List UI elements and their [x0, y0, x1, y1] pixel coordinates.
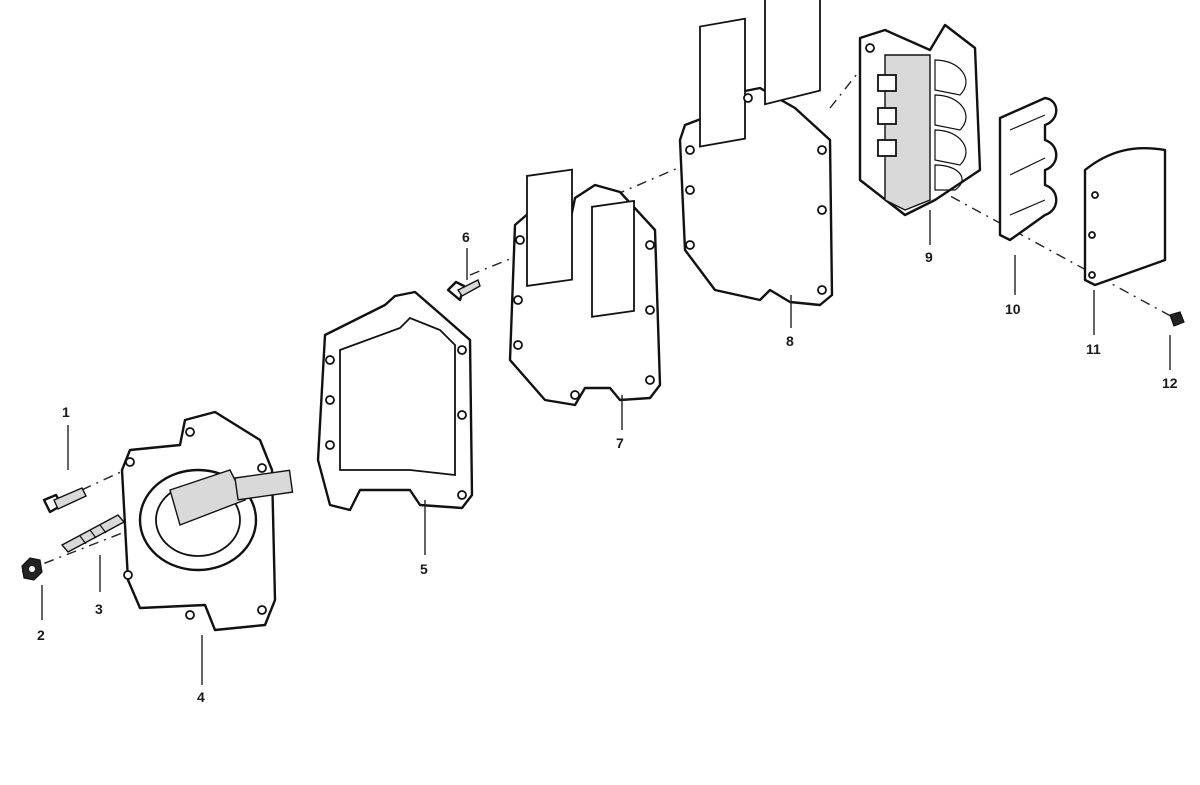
assembly-axis-lines [21, 44, 1179, 573]
callout-part-7: 7 [616, 435, 624, 451]
part-1-bolt [42, 487, 87, 514]
part-10-reed-petals [998, 96, 1058, 242]
part-3-stud [60, 514, 126, 553]
callout-part-5: 5 [420, 561, 428, 577]
callout-part-9: 9 [925, 249, 933, 265]
part-6-screw [446, 279, 481, 302]
callout-part-12: 12 [1162, 375, 1178, 391]
callout-part-3: 3 [95, 601, 103, 617]
part-12-screw [1169, 311, 1185, 327]
callout-part-6: 6 [462, 229, 470, 245]
part-4-adaptor-plate [120, 410, 294, 632]
part-9-reed-block [858, 23, 982, 217]
callout-part-10: 10 [1005, 301, 1021, 317]
part-8-gasket [678, 0, 834, 307]
callout-part-4: 4 [197, 689, 205, 705]
callout-part-1: 1 [62, 404, 70, 420]
callout-part-8: 8 [786, 333, 794, 349]
callout-leader-lines [41, 210, 1171, 685]
part-7-reed-plate [508, 168, 662, 407]
callout-part-11: 11 [1086, 341, 1101, 357]
part-5-gasket [316, 290, 474, 512]
callout-part-2: 2 [37, 627, 45, 643]
part-2-nut [21, 557, 43, 581]
part-11-reed-stop [1083, 147, 1167, 287]
